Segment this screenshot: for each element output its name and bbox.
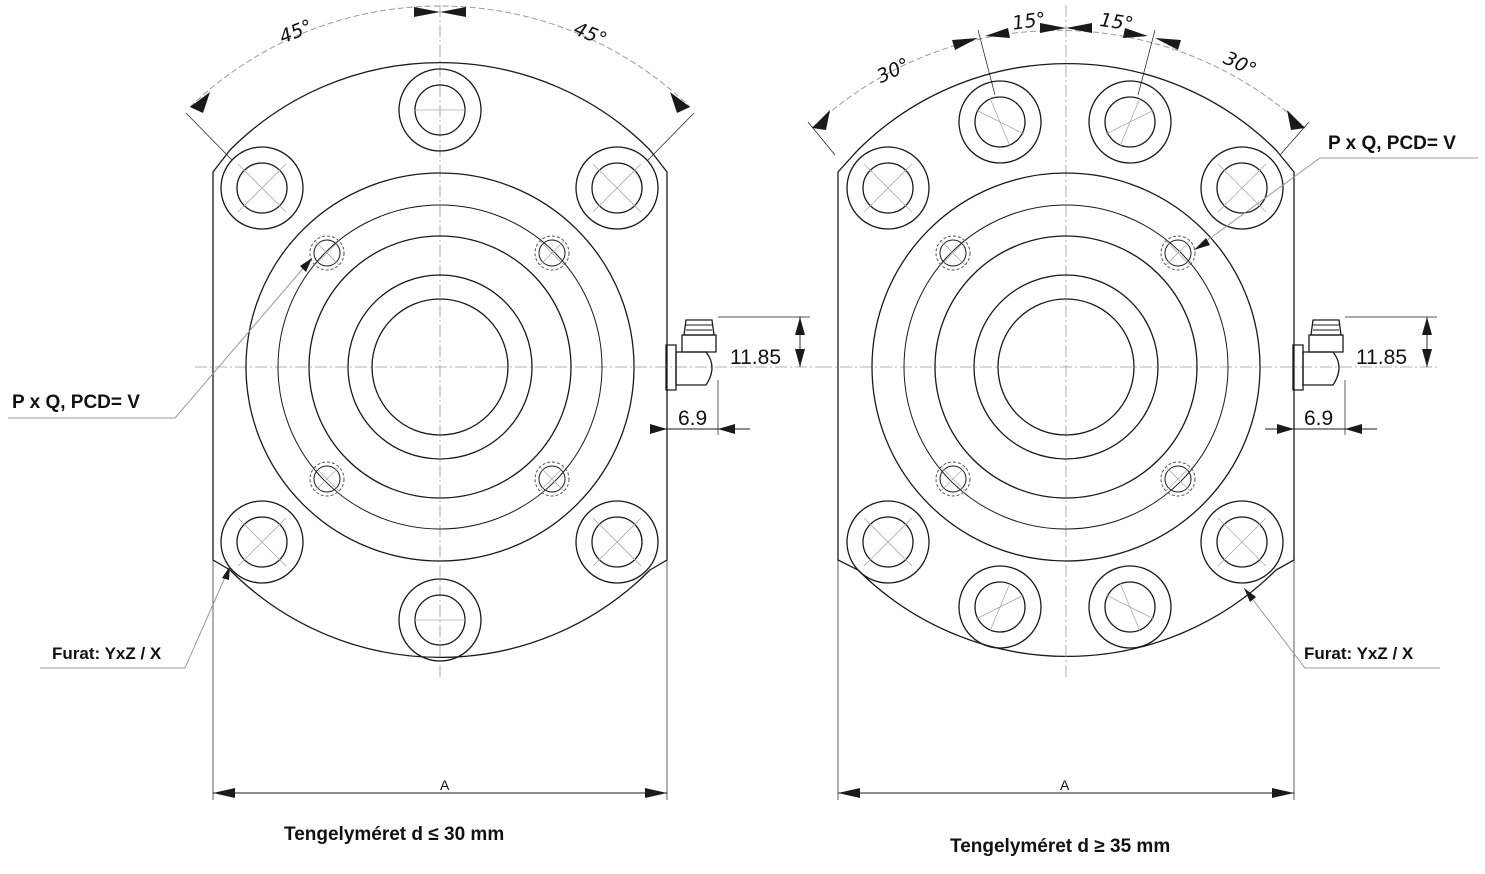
left-bolt-holes bbox=[220, 68, 659, 662]
right-angle-arrow bbox=[1155, 38, 1181, 50]
left-bolt-hole bbox=[220, 146, 304, 230]
left-angle-ext-right bbox=[647, 112, 695, 161]
left-bolt-hole bbox=[398, 68, 482, 152]
left-angle-label-left: 45° bbox=[276, 15, 315, 48]
right-angle-arrow bbox=[1287, 110, 1305, 130]
right-angle-label-inner-right: 15° bbox=[1098, 9, 1134, 35]
right-angle-label-outer-left: 30° bbox=[873, 54, 913, 88]
left-bolt-hole bbox=[575, 500, 659, 584]
right-bolt-hole bbox=[1088, 565, 1172, 649]
left-pitch-circle bbox=[277, 204, 603, 530]
right-grease-nipple-icon bbox=[1292, 319, 1344, 391]
left-threaded-hole bbox=[309, 461, 345, 497]
right-dim-offset-arrow bbox=[1277, 424, 1294, 434]
right-flange-ring bbox=[871, 172, 1261, 562]
right-dim-height-arrow bbox=[1422, 317, 1432, 335]
left-hub-ring bbox=[308, 235, 572, 499]
left-bolt-hole bbox=[220, 500, 304, 584]
left-angle-arrow bbox=[414, 7, 440, 17]
left-threaded-hole bbox=[309, 235, 345, 271]
left-pcd-note: P x Q, PCD= V bbox=[12, 392, 140, 413]
left-threaded-hole bbox=[534, 461, 570, 497]
right-threaded-hole bbox=[935, 461, 971, 497]
right-bearing-inner bbox=[997, 298, 1135, 436]
right-dim-width-arrow bbox=[838, 788, 860, 798]
right-bore-leader-arrow bbox=[1244, 588, 1256, 602]
right-dim-width-label: A bbox=[1060, 777, 1070, 793]
right-bolt-hole bbox=[958, 80, 1042, 164]
right-threaded-hole bbox=[1160, 235, 1196, 271]
right-pcd-leader-arrow bbox=[1194, 238, 1210, 250]
right-dim-height-arrow bbox=[1422, 349, 1432, 367]
left-dim-width-arrow bbox=[213, 788, 235, 798]
right-bolt-hole bbox=[846, 146, 930, 230]
right-angle-arrow bbox=[1066, 23, 1092, 33]
right-view: 30° 15° 15° 30° 11.85 6.9 A P x Q, PCD= … bbox=[807, 5, 1478, 857]
left-dim-height-arrow bbox=[795, 317, 805, 335]
left-dim-offset-arrow bbox=[650, 424, 667, 434]
right-angle-ext bbox=[977, 29, 996, 96]
right-angle-arrow bbox=[1123, 28, 1148, 38]
right-bore-note: Furat: YxZ / X bbox=[1304, 644, 1414, 663]
left-view: 45° 45° 11.85 6.9 A P x Q, PCD= V Furat:… bbox=[8, 5, 820, 845]
right-threaded-hole bbox=[935, 235, 971, 271]
left-dim-height-label: 11.85 bbox=[730, 346, 781, 369]
left-pcd-leader bbox=[8, 257, 313, 419]
right-caption: Tengelyméret d ≥ 35 mm bbox=[950, 836, 1170, 857]
left-bore-note: Furat: YxZ / X bbox=[52, 644, 162, 663]
left-dim-offset-arrow bbox=[718, 424, 735, 434]
right-angle-arrow bbox=[985, 28, 1010, 38]
left-pcd-leader-arrow bbox=[300, 258, 312, 272]
right-bolt-hole bbox=[1200, 500, 1284, 584]
left-bore-leader-arrow bbox=[222, 566, 230, 580]
right-bore-leader bbox=[1243, 587, 1440, 669]
right-angle-ext bbox=[1137, 29, 1156, 96]
right-dim-height-label: 11.85 bbox=[1356, 346, 1407, 369]
left-threaded-hole bbox=[534, 235, 570, 271]
left-threaded-holes bbox=[309, 235, 570, 497]
right-bolt-hole bbox=[958, 565, 1042, 649]
right-bolt-holes bbox=[846, 80, 1284, 649]
right-angle-arrow bbox=[1040, 23, 1066, 33]
right-pitch-circle bbox=[903, 204, 1229, 530]
right-bearing-outer bbox=[973, 274, 1159, 460]
left-angle-arrow bbox=[190, 92, 210, 113]
left-flange-ring bbox=[245, 172, 635, 562]
right-threaded-holes bbox=[935, 235, 1196, 497]
left-caption: Tengelyméret d ≤ 30 mm bbox=[284, 824, 504, 845]
right-dim-width-arrow bbox=[1272, 788, 1294, 798]
right-angle-label-inner-left: 15° bbox=[1011, 8, 1047, 34]
left-bolt-hole bbox=[575, 146, 659, 230]
left-dim-width-arrow bbox=[645, 788, 667, 798]
right-housing-outline bbox=[837, 63, 1295, 657]
right-angle-arrow bbox=[812, 110, 830, 130]
left-angle-arrow bbox=[440, 7, 466, 17]
right-angle-label-outer-right: 30° bbox=[1220, 47, 1260, 81]
right-threaded-hole bbox=[1160, 461, 1196, 497]
right-hub-ring bbox=[934, 235, 1198, 499]
right-bolt-hole bbox=[1200, 146, 1284, 230]
left-bearing-outer bbox=[347, 274, 533, 460]
right-dim-offset-arrow bbox=[1345, 424, 1362, 434]
left-angle-arrow bbox=[670, 92, 690, 113]
right-bolt-hole bbox=[1088, 80, 1172, 164]
right-bolt-hole bbox=[846, 500, 930, 584]
right-pcd-leader bbox=[1193, 157, 1478, 251]
left-angle-ext-left bbox=[185, 112, 233, 161]
left-housing-outline bbox=[212, 62, 668, 658]
left-bolt-hole bbox=[398, 578, 482, 662]
left-grease-nipple-icon bbox=[665, 319, 717, 391]
left-angle-arc bbox=[189, 5, 691, 108]
right-pcd-note: P x Q, PCD= V bbox=[1328, 133, 1456, 154]
left-dim-offset-label: 6.9 bbox=[678, 407, 707, 430]
right-angle-arc bbox=[811, 29, 1306, 129]
left-bore-leader bbox=[40, 565, 231, 669]
left-bearing-inner bbox=[371, 298, 509, 436]
left-dim-width-label: A bbox=[440, 777, 450, 793]
right-dim-offset-label: 6.9 bbox=[1304, 407, 1333, 430]
right-angle-arrow bbox=[952, 38, 978, 50]
left-dim-height-arrow bbox=[795, 349, 805, 367]
